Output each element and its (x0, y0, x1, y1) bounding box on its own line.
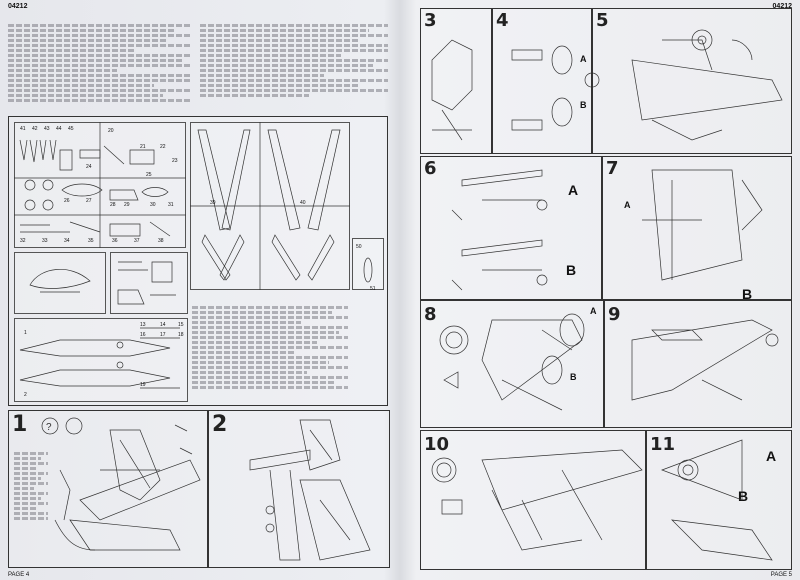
sprue-number: 51 (370, 286, 376, 292)
sprue-number: 17 (160, 332, 166, 338)
sprue-number: 28 (110, 202, 116, 208)
sprue-number: 40 (300, 200, 306, 206)
svg-text:?: ? (46, 422, 52, 433)
sprue-number: 33 (42, 238, 48, 244)
variant-label-a: A (766, 448, 777, 464)
step-number: 4 (496, 10, 509, 31)
multilingual-intro-text-col1 (8, 12, 190, 112)
variant-label-b: B (570, 372, 577, 382)
sprue-number: 44 (56, 126, 62, 132)
sprue-number: 21 (140, 144, 146, 150)
right-page-drawings (431, 29, 783, 561)
page-number-right: PAGE 5 (770, 572, 792, 578)
variant-label-b: B (566, 262, 577, 278)
step-number: 6 (424, 158, 437, 179)
step-number: 7 (606, 158, 619, 179)
sprue-number: 15 (178, 322, 184, 328)
left-page: 04212 (0, 0, 398, 580)
sprue-number: 32 (20, 238, 26, 244)
assembly-step-9 (604, 300, 792, 428)
assembly-step-11 (646, 430, 792, 570)
step-number: 3 (424, 10, 437, 31)
sprue-number: 16 (140, 332, 146, 338)
sprue-number: 39 (210, 200, 216, 206)
variant-label-a: A (624, 200, 631, 210)
assembly-step-7 (602, 156, 792, 300)
sprue-number: 27 (86, 198, 92, 204)
variant-label-b: B (580, 100, 587, 110)
step-number: 5 (596, 10, 609, 31)
sprue-number: 18 (178, 332, 184, 338)
assembly-step-8 (420, 300, 604, 428)
variant-label-b: B (738, 488, 749, 504)
sprue-number: 43 (44, 126, 50, 132)
sprue-number: 1 (24, 330, 27, 336)
variant-label-a: A (590, 306, 597, 316)
assembly-step-2 (208, 410, 390, 568)
paint-code-list (192, 294, 348, 402)
variant-label-a: A (568, 182, 579, 198)
sprue-number: 22 (160, 144, 166, 150)
sprue-number: 26 (64, 198, 70, 204)
sprue-number: 41 (20, 126, 26, 132)
step-number: 10 (424, 434, 450, 455)
sprue-number: 50 (356, 244, 362, 250)
sprue-number: 29 (124, 202, 130, 208)
sprue-number: 14 (160, 322, 166, 328)
right-page: 04212 3 4 A B 5 6 A B 7 A B 8 A B 9 10 1… (402, 0, 800, 580)
sprue-number: 36 (112, 238, 118, 244)
sprue-number: 30 (150, 202, 156, 208)
variant-label-b: B (742, 286, 753, 302)
sprue-canopy (14, 252, 106, 314)
step-number: 11 (650, 434, 676, 455)
sprue-number: 19 (140, 382, 146, 388)
kit-code-right: 04212 (772, 3, 792, 10)
step-number: 8 (424, 304, 437, 325)
sprue-number: 35 (88, 238, 94, 244)
sprue-drawing (14, 122, 373, 389)
sprue-number: 45 (68, 126, 74, 132)
step-number: 2 (212, 412, 228, 437)
sprue-number: 20 (108, 128, 114, 134)
step-2-drawing (249, 419, 371, 561)
sprue-number: 2 (24, 392, 27, 398)
step-number: 1 (12, 412, 28, 437)
sprue-number: 31 (168, 202, 174, 208)
step-1-drawing: ? (41, 417, 201, 551)
sprue-number: 24 (86, 164, 92, 170)
assembly-step-1 (8, 410, 208, 568)
sprue-number: 23 (172, 158, 178, 164)
step-number: 9 (608, 304, 621, 325)
sprue-number: 13 (140, 322, 146, 328)
assembly-step-5 (592, 8, 792, 154)
sprue-number: 38 (158, 238, 164, 244)
sprue-number: 25 (146, 172, 152, 178)
sprue-number: 34 (64, 238, 70, 244)
sprue-number: 37 (134, 238, 140, 244)
sprue-number: 42 (32, 126, 38, 132)
variant-label-a: A (580, 54, 587, 64)
step-1-paint-legend (14, 440, 48, 550)
page-number-left: PAGE 4 (8, 572, 30, 578)
kit-code-left: 04212 (8, 3, 28, 10)
multilingual-intro-text-col2 (200, 12, 388, 112)
sprue-small-box (352, 238, 384, 290)
